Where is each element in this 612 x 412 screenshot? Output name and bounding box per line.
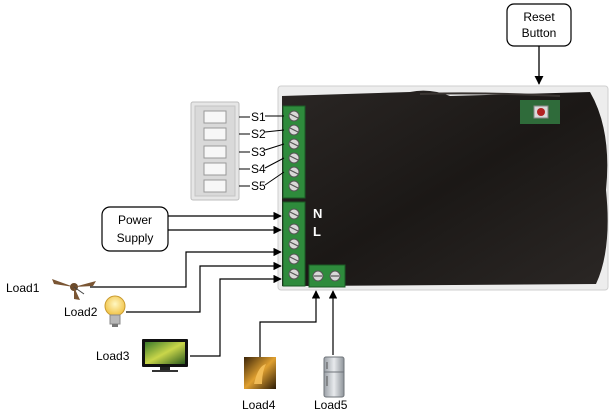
terminal-screw-slot-9	[289, 241, 299, 247]
label-s2: S2	[251, 127, 266, 141]
label-load5: Load5	[314, 398, 348, 412]
controller-module	[277, 85, 609, 291]
switch-s4	[203, 162, 227, 176]
label-load2: Load2	[64, 305, 98, 319]
black-casing	[282, 90, 608, 287]
terminal-screw-slot-2	[289, 127, 299, 133]
reset-label-line1: Reset	[523, 10, 555, 24]
terminal-screw-slot-1	[289, 113, 299, 119]
power-label-line1: Power	[118, 213, 152, 227]
terminal-screw-slot-10	[289, 256, 299, 262]
terminal-screw-slot-7	[289, 211, 299, 217]
label-s4: S4	[251, 162, 266, 176]
refrigerator-icon	[323, 356, 345, 398]
switch-s5	[203, 179, 227, 193]
terminal-screw-slot-11	[289, 271, 299, 277]
label-load1: Load1	[6, 281, 40, 295]
terminal-block-bottom	[308, 264, 346, 288]
lamp-icon	[244, 357, 276, 389]
switch-s3	[203, 145, 227, 159]
reset-label-line2: Button	[522, 26, 557, 40]
light-bulb-icon	[104, 295, 126, 327]
terminal-screw-slot-6	[289, 183, 299, 189]
power-supply-callout: Power Supply	[101, 206, 282, 252]
fan-icon	[52, 279, 96, 300]
label-l: L	[313, 224, 321, 239]
tv-icon	[142, 339, 188, 372]
terminal-screw-slot-5	[289, 169, 299, 175]
reset-button-component	[520, 100, 560, 124]
switch-s1	[203, 110, 227, 124]
label-load3: Load3	[96, 349, 130, 363]
terminal-screw-slot-3	[289, 141, 299, 147]
label-s3: S3	[251, 145, 266, 159]
switch-wires	[239, 115, 285, 187]
switch-labels: S1 S2 S3 S4 S5	[251, 110, 266, 193]
label-s5: S5	[251, 179, 266, 193]
terminal-screw-slot-8	[289, 226, 299, 232]
label-n: N	[313, 206, 322, 221]
reset-button-callout: Reset Button	[506, 3, 572, 85]
label-s1: S1	[251, 110, 266, 124]
terminal-screw-slot-4	[289, 155, 299, 161]
load-wires	[90, 247, 338, 362]
power-label-line2: Supply	[117, 231, 154, 245]
switch-panel	[190, 101, 240, 201]
label-load4: Load4	[242, 398, 276, 412]
switch-s2	[203, 127, 227, 141]
terminal-screws	[288, 110, 300, 280]
